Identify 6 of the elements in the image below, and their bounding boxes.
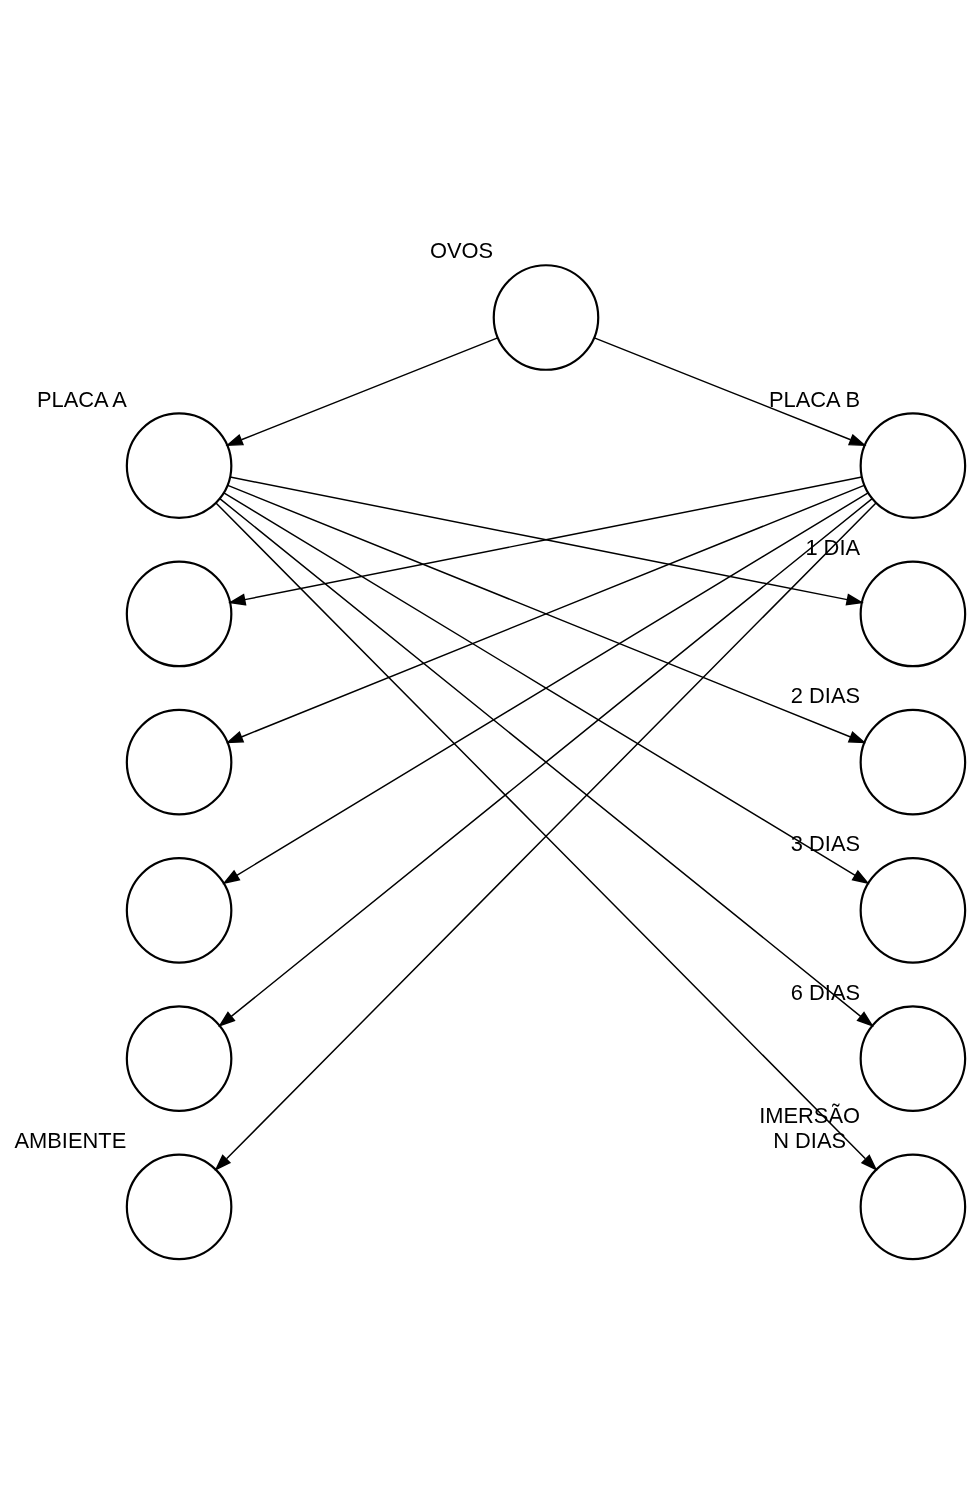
node-label: AMBIENTE: [13, 1127, 126, 1153]
node-label: PLACA A: [36, 386, 127, 412]
node-label: N DIAS: [772, 1127, 846, 1153]
node-label: 2 DIAS: [790, 682, 860, 708]
node-label: OVOS: [429, 237, 493, 263]
node-label: PLACA B: [768, 386, 860, 412]
